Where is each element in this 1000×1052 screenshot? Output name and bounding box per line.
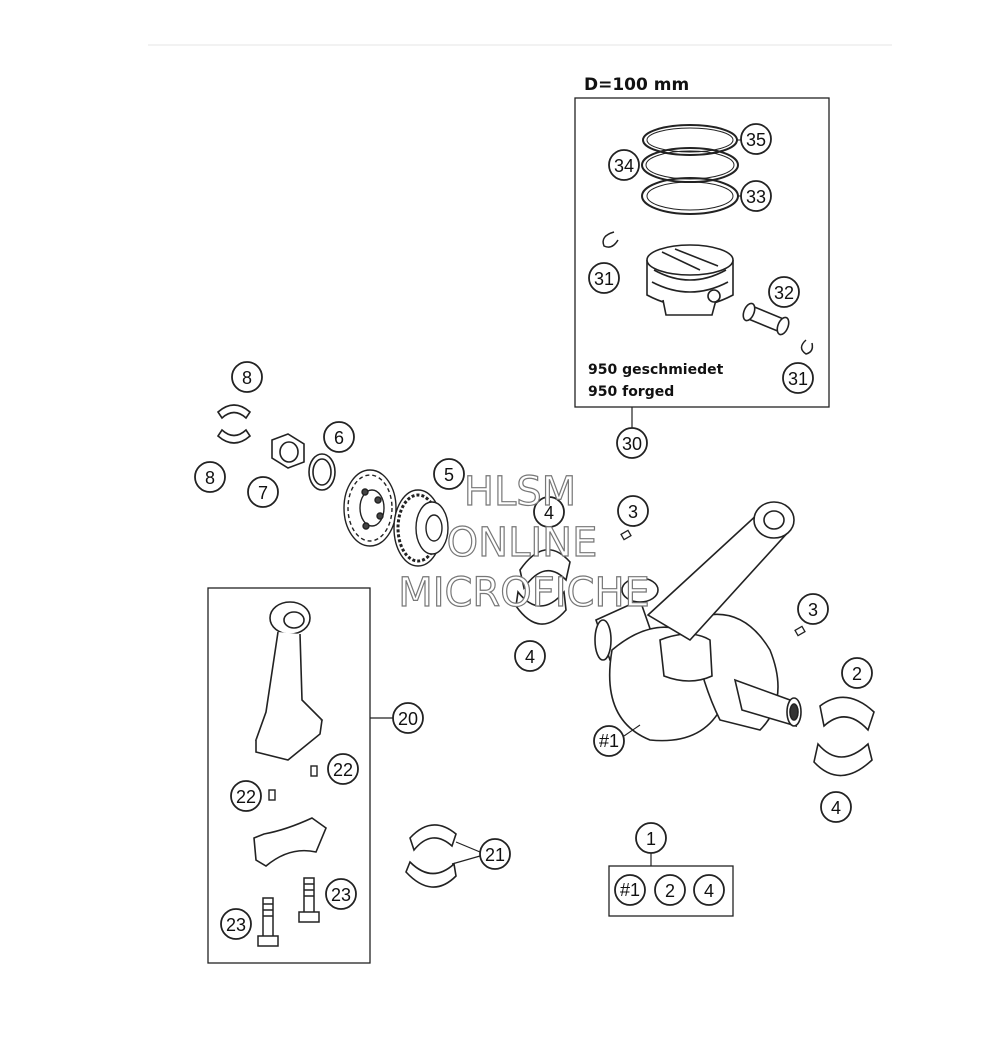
svg-text:#1: #1: [620, 880, 640, 900]
svg-text:8: 8: [205, 468, 215, 488]
crank-kit-box: [608, 865, 734, 917]
callout-4-upper[interactable]: 4: [533, 496, 565, 528]
callout-22-left[interactable]: 22: [230, 780, 262, 812]
kit-callout-crankshaft[interactable]: #1: [614, 874, 646, 906]
circlip-right: [800, 339, 814, 355]
callout-7[interactable]: 7: [247, 476, 279, 508]
svg-text:8: 8: [242, 368, 252, 388]
svg-text:7: 7: [258, 483, 268, 503]
svg-text:31: 31: [594, 269, 614, 289]
svg-text:4: 4: [704, 881, 714, 901]
svg-text:4: 4: [525, 647, 535, 667]
callout-3-upper[interactable]: 3: [617, 495, 649, 527]
svg-text:35: 35: [746, 130, 766, 150]
callout-6[interactable]: 6: [323, 421, 355, 453]
watermark-line-1: HLSM: [464, 469, 576, 515]
piston-kit-group: D=100 mm: [574, 75, 830, 428]
piston-kit-title: D=100 mm: [584, 75, 689, 95]
callout-35[interactable]: 35: [740, 123, 772, 155]
kit-callout-2[interactable]: 2: [654, 874, 686, 906]
main-bearing-shells-right: [813, 696, 875, 777]
conrod-cap: [253, 817, 327, 867]
svg-text:20: 20: [398, 709, 418, 729]
callout-34[interactable]: 34: [608, 149, 640, 181]
svg-text:30: 30: [622, 434, 642, 454]
piston: [646, 244, 734, 316]
svg-text:2: 2: [852, 664, 862, 684]
washer: [308, 453, 336, 491]
svg-text:#1: #1: [599, 731, 619, 751]
svg-text:5: 5: [444, 465, 454, 485]
callout-5[interactable]: 5: [433, 458, 465, 490]
callout-20[interactable]: 20: [392, 702, 424, 734]
watermark-line-2: ONLINE: [447, 520, 598, 566]
conrod-bolts: [257, 877, 320, 947]
dowel-pin-right: [794, 625, 806, 637]
svg-text:31: 31: [788, 369, 808, 389]
svg-text:22: 22: [236, 787, 256, 807]
svg-text:21: 21: [485, 845, 505, 865]
circlip-left: [602, 231, 619, 248]
main-bearing-shells-left: [515, 548, 571, 625]
conrod-kit-group: [207, 587, 393, 964]
piston-note-de: 950 geschmiedet: [588, 362, 724, 378]
callout-8-top[interactable]: 8: [231, 361, 263, 393]
svg-text:4: 4: [544, 503, 554, 523]
callout-23-left[interactable]: 23: [220, 908, 252, 940]
callout-4-lower-left[interactable]: 4: [514, 640, 546, 672]
callout-3-right[interactable]: 3: [797, 593, 829, 625]
svg-text:33: 33: [746, 187, 766, 207]
callout-1[interactable]: 1: [635, 822, 667, 854]
callout-crankshaft[interactable]: #1: [593, 725, 625, 757]
svg-text:2: 2: [665, 881, 675, 901]
callouts: 35 34 33 31 32 31 30 8 8 7 6 5 4 3 3 4 2…: [194, 123, 873, 940]
callout-21[interactable]: 21: [479, 838, 511, 870]
callout-22-right[interactable]: 22: [327, 753, 359, 785]
dowel-pin-left: [620, 529, 632, 541]
crank-kit-group: [608, 852, 734, 917]
svg-text:23: 23: [331, 885, 351, 905]
kit-callout-4[interactable]: 4: [693, 874, 725, 906]
callout-31-bottom[interactable]: 31: [782, 362, 814, 394]
callout-23-right[interactable]: 23: [325, 878, 357, 910]
svg-text:4: 4: [831, 798, 841, 818]
callout-32[interactable]: 32: [768, 276, 800, 308]
piston-pin: [742, 302, 790, 336]
conrod-kit-box: [207, 587, 371, 964]
crank-gear: [393, 489, 449, 567]
callout-33[interactable]: 33: [740, 180, 772, 212]
callout-2[interactable]: 2: [841, 657, 873, 689]
conrod-bearing-shells: [405, 824, 481, 888]
bearing-shells-8: [216, 404, 252, 444]
chain-sprocket: [343, 469, 397, 547]
watermark-line-3: MICROFICHE: [398, 570, 650, 616]
callout-31-top[interactable]: 31: [588, 262, 620, 294]
crankshaft-assembly: [594, 501, 802, 742]
nut: [271, 433, 305, 469]
watermark: HLSM ONLINE MICROFICHE: [398, 468, 651, 616]
svg-text:1: 1: [646, 829, 656, 849]
callout-8-bottom[interactable]: 8: [194, 461, 226, 493]
svg-text:34: 34: [614, 156, 634, 176]
piston-rings: [641, 124, 739, 215]
svg-text:3: 3: [808, 600, 818, 620]
svg-text:23: 23: [226, 915, 246, 935]
svg-text:3: 3: [628, 502, 638, 522]
piston-note-en: 950 forged: [588, 384, 674, 400]
svg-text:32: 32: [774, 283, 794, 303]
piston-kit-box: [574, 97, 830, 408]
conrod-dowels: [268, 765, 318, 801]
svg-text:22: 22: [333, 760, 353, 780]
svg-text:6: 6: [334, 428, 344, 448]
connecting-rod: [254, 601, 324, 761]
callout-4-lower-right[interactable]: 4: [820, 791, 852, 823]
callout-30[interactable]: 30: [616, 427, 648, 459]
